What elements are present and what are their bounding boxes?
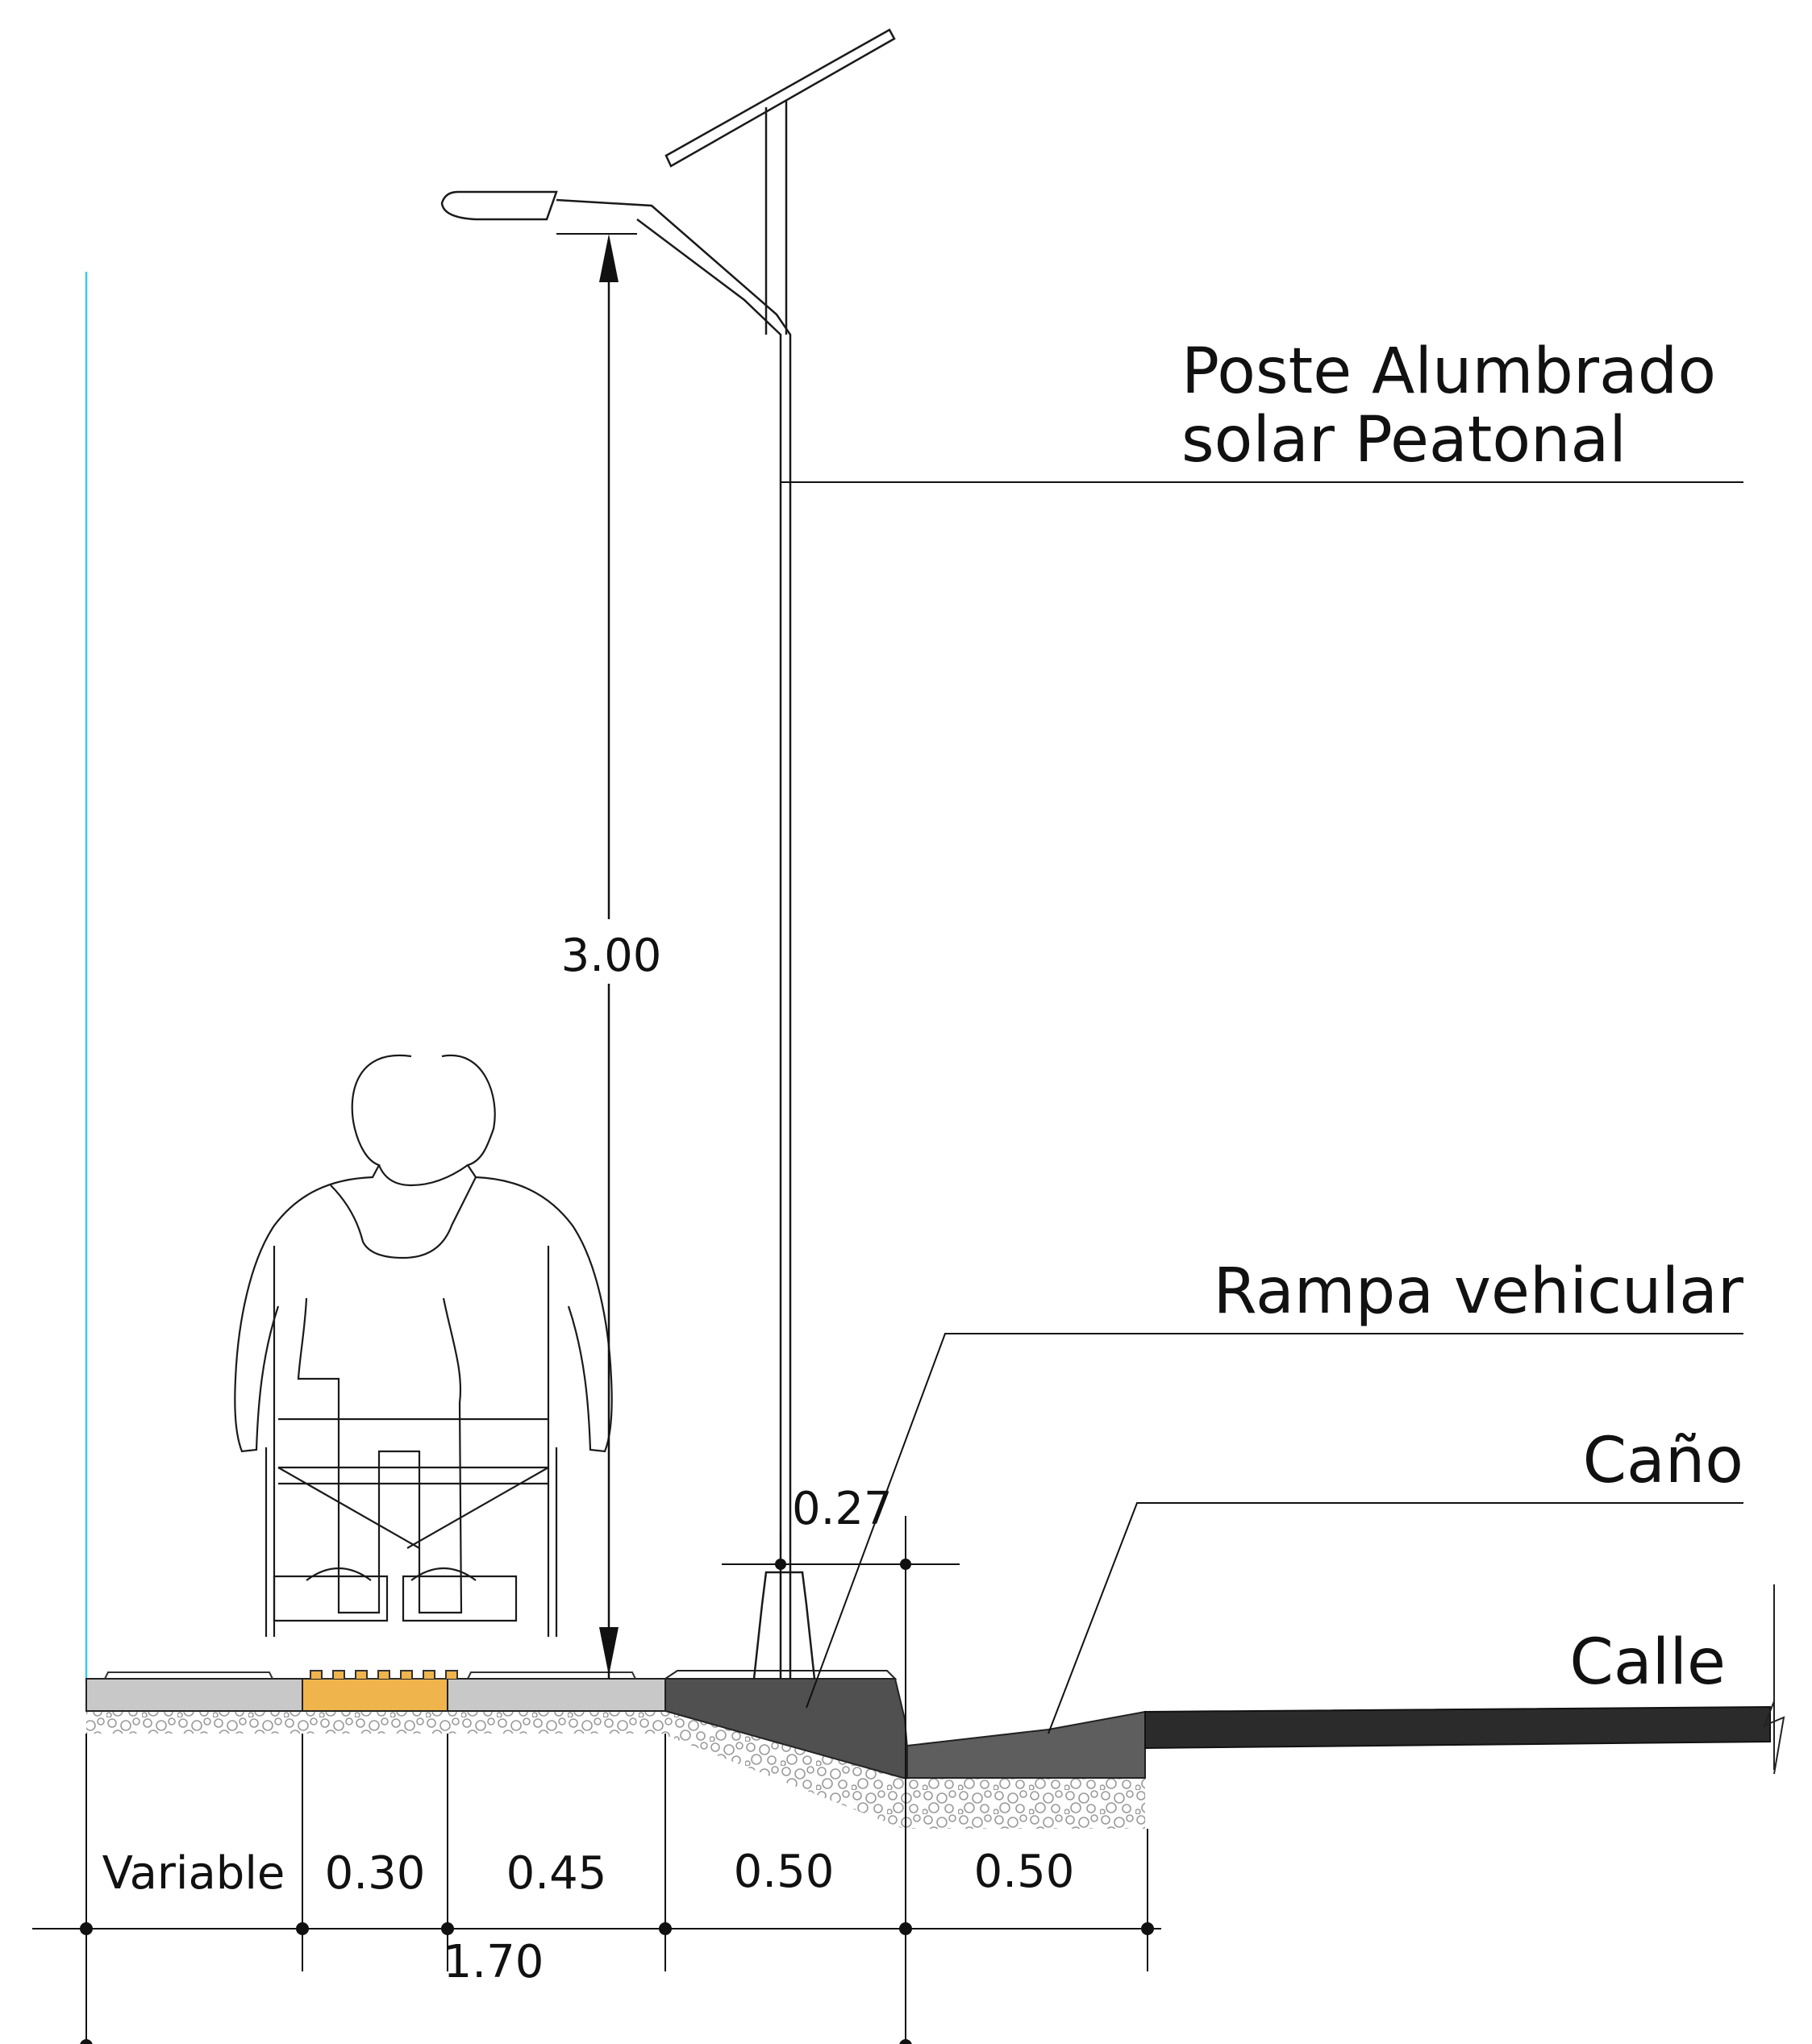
street-break-line (1763, 1584, 1785, 1775)
dim-050-gutter: 0.50 (974, 1846, 1075, 1898)
pole-label-line1: Poste Alumbrado (1181, 335, 1716, 408)
dim-045: 0.45 (506, 1847, 607, 1900)
ramp-label: Rampa vehicular (1214, 1255, 1744, 1328)
tactile-strip (302, 1678, 448, 1712)
gutter-label: Caño (1583, 1425, 1743, 1497)
dim-variable: Variable (102, 1847, 285, 1900)
wheelchair-user-figure (234, 1054, 613, 1637)
pole-base-value: 0.27 (792, 1483, 893, 1535)
solar-lamp-post (440, 28, 896, 1680)
dim-total: 1.70 (444, 1936, 544, 1988)
sidewalk-paving (85, 1670, 666, 1712)
height-value: 3.00 (561, 930, 662, 982)
dimension-ticks (80, 1922, 1154, 2044)
dim-030: 0.30 (325, 1847, 426, 1900)
curb-gutter (906, 1710, 1146, 1779)
street-asphalt (1144, 1705, 1771, 1750)
annotation-leaders (781, 481, 1743, 1734)
street-label: Calle (1569, 1626, 1726, 1699)
pole-base-dimension (722, 1516, 960, 1778)
gravel-base (86, 1711, 1145, 1829)
pole-label-line2: solar Peatonal (1181, 404, 1627, 477)
dim-050-ramp: 0.50 (734, 1846, 835, 1898)
height-dimension-line (556, 233, 661, 1679)
solar-panel (664, 28, 896, 168)
luminaire-head (440, 190, 558, 221)
